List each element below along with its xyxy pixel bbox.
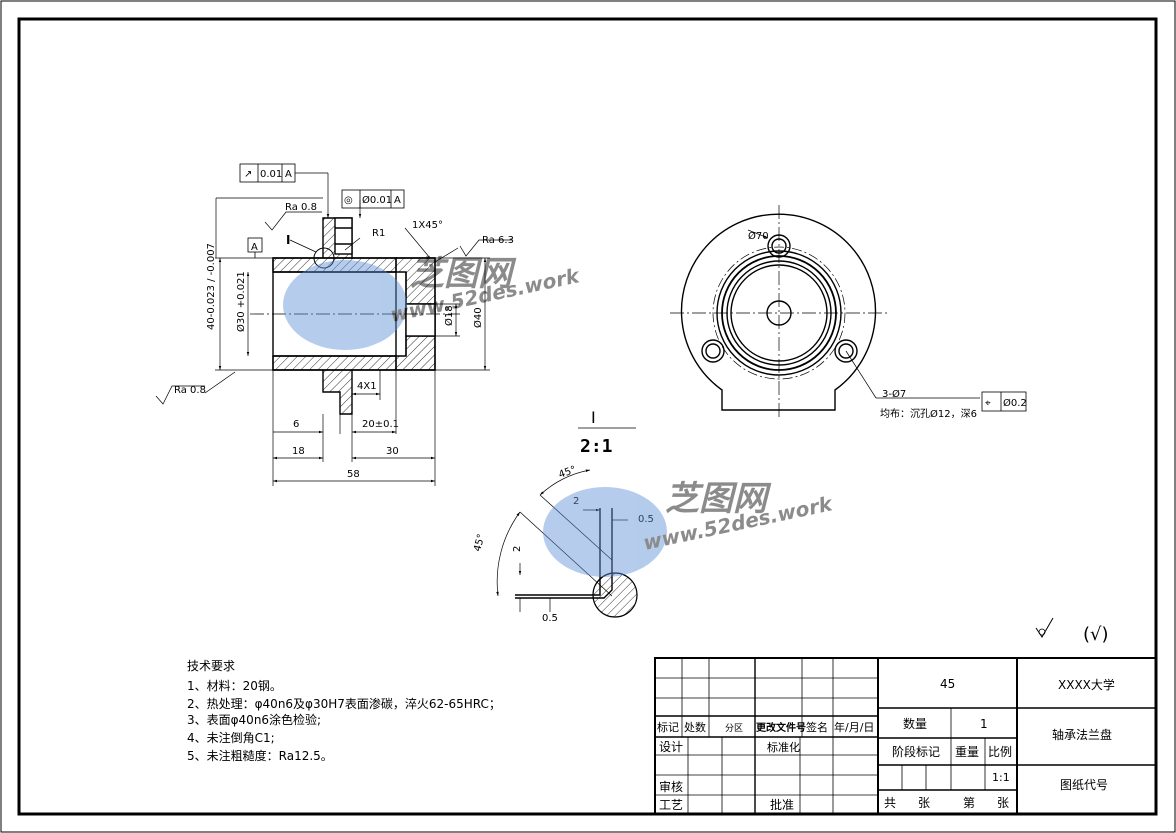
position-frame: ⌖ Ø0.2 [981,391,1027,412]
len-20: 20±0.1 [362,419,399,430]
runout-datum: A [285,169,292,180]
check-label: 审核 [659,779,683,794]
watermark-brand-2: 芝图网 [665,479,772,519]
chamfer-label: 1X45° [412,220,443,231]
stage-label: 阶段标记 [892,744,940,759]
part-name: 轴承法兰盘 [1052,727,1112,742]
od-dim: 40-0.023 / -0.007 [206,243,217,330]
weight-label: 重量 [955,745,979,759]
groove-label: 4X1 [357,381,377,392]
rev-header-date: 年/月/日 [834,720,874,734]
detail-label: I [591,408,596,427]
sheets-label: 张 [918,796,930,810]
pcd-label: Ø70 [748,230,769,242]
detail-dim-05b: 0.5 [542,613,558,624]
section-dimensions [155,172,512,486]
bore-dim: Ø30 +0.021 [235,271,247,332]
len-6: 6 [293,419,299,430]
runout-symbol: ↗ [244,169,252,180]
school-name: XXXX大学 [1058,677,1115,692]
holes-note: 均布：沉孔Ø12，深6 [880,407,977,420]
tech-req-item: 1、材料：20钢。 [187,679,282,693]
detail-dim-05a: 0.5 [638,514,654,525]
inner-frame [17,17,1158,816]
concentricity-frame: ◎ Ø0.01 A [341,189,405,209]
detail-view [496,469,638,618]
roughness-1: Ra 0.8 [285,202,317,213]
radius-label: R1 [372,228,385,239]
rev-header-zone: 分区 [725,723,743,734]
rev-header-sign: 签名 [806,720,828,734]
tech-req-item: 3、表面φ40n6涂色检验; [187,712,321,727]
detail-dim-2a: 2 [573,496,579,507]
process-label: 工艺 [659,798,683,812]
scale-value: 1:1 [992,771,1010,784]
tech-req-item: 2、热处理：φ40n6及φ30H7表面渗碳，淬火62-65HRC； [187,696,501,711]
len-30: 30 [386,446,399,457]
sheet-unit-label: 张 [997,796,1009,810]
dia-small-dim: Ø18 [443,305,455,326]
concentricity-datum: A [394,195,401,206]
standardize-label: 标准化 [767,740,800,754]
detail-dim-2b: 2 [512,546,523,552]
title-block [654,657,1157,815]
len-18: 18 [292,446,305,457]
detail-angle-b: 45° [557,464,577,480]
position-value: Ø0.2 [1003,397,1027,409]
len-58: 58 [347,469,360,480]
material-value: 45 [940,677,955,691]
detail-scale: 2:1 [580,436,613,457]
roughness-3: Ra 0.8 [174,385,206,396]
approve-label: 批准 [770,797,794,812]
runout-frame: ↗ 0.01 A [239,163,296,183]
tech-requirements: 技术要求 1、材料：20钢。 2、热处理：φ40n6及φ30H7表面渗碳，淬火6… [187,659,501,763]
qty-value: 1 [980,717,988,731]
rev-header-doc: 更改文件号 [756,721,806,734]
rev-header-mark: 标记 [657,720,679,734]
concentricity-value: Ø0.01 [362,194,392,206]
rev-header-count: 处数 [684,721,706,734]
end-view [670,205,888,420]
datum-a-label: A [251,242,258,253]
detail-angle-a: 45° [472,533,487,553]
position-symbol: ⌖ [985,398,991,409]
watermark-brand-1: 芝图网 [410,254,517,294]
total-label: 共 [884,796,896,810]
qty-label: 数量 [903,716,927,731]
scale-label: 比例 [988,745,1012,759]
dia-outer-dim: Ø40 [472,307,484,328]
roughness-2: Ra 6.3 [482,235,514,246]
tech-req-item: 5、未注粗糙度：Ra12.5。 [187,748,333,763]
watermark-2: 芝图网 www.52des.work [543,479,836,577]
section-view [250,217,460,415]
design-label: 设计 [659,740,683,754]
sheet-no-label: 第 [963,796,975,810]
drawing-number: 图纸代号 [1060,778,1108,792]
runout-value: 0.01 [260,169,282,180]
tech-req-item: 4、未注倒角C1; [187,730,275,745]
surface-symbol: (√) [1083,624,1109,645]
holes-label: 3-Ø7 [882,388,906,400]
default-roughness-icon [1035,617,1054,638]
concentricity-symbol: ◎ [344,195,353,206]
detail-callout-i: I [286,233,290,247]
tech-req-title: 技术要求 [187,659,235,673]
